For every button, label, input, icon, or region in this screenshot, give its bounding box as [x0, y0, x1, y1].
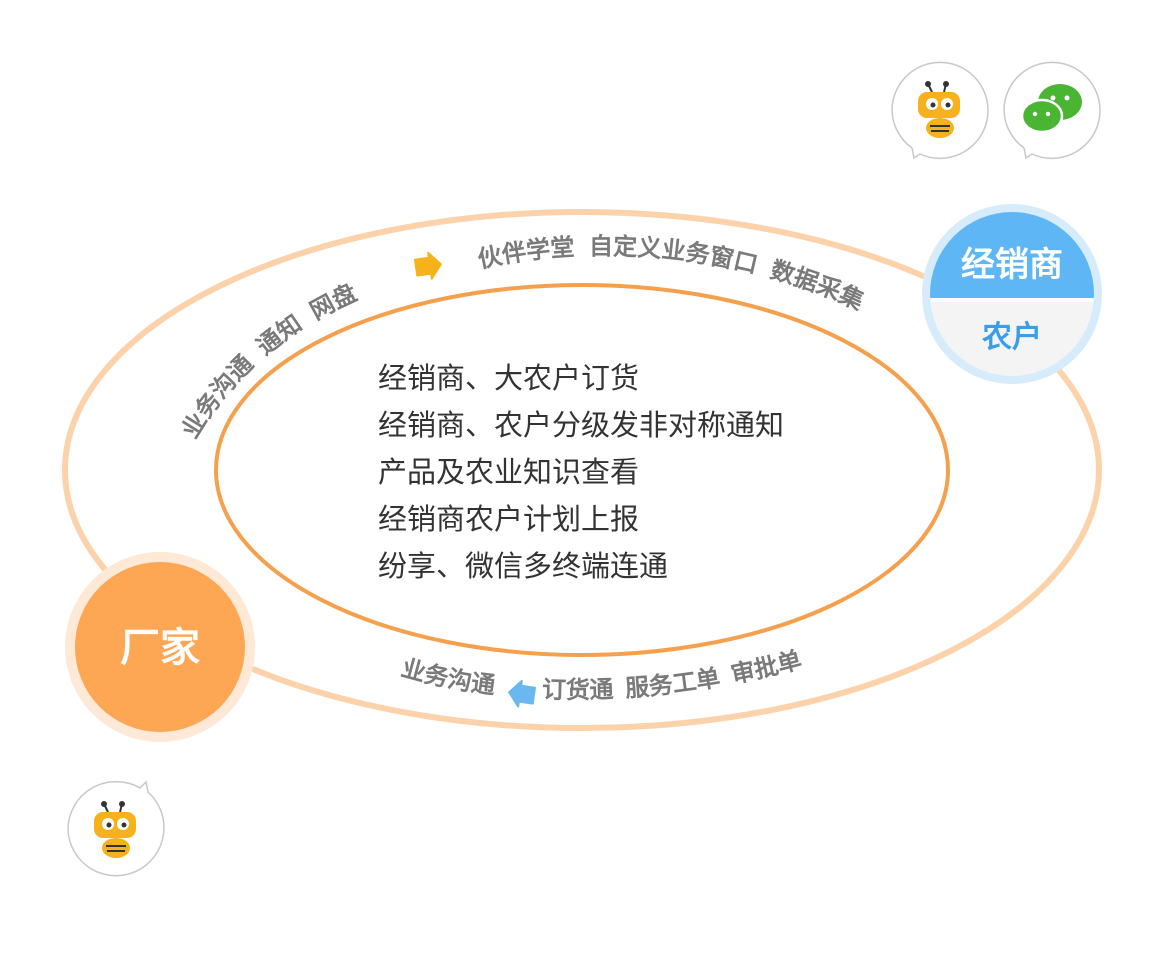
- outer-ring: [62, 209, 1102, 731]
- forward-arrow-icon: [414, 251, 442, 280]
- manufacturer-node: 厂家: [65, 552, 255, 742]
- center-feature-list: 经销商、大农户订货 经销商、农户分级发非对称通知 产品及农业知识查看 经销商农户…: [378, 355, 784, 590]
- center-item: 纷享、微信多终端连通: [378, 549, 669, 583]
- center-item: 经销商农户计划上报: [378, 502, 640, 536]
- dealer-label: 经销商: [961, 245, 1063, 285]
- center-item: 产品及农业知识查看: [378, 455, 640, 489]
- outer-ring-label-top-right: 伙伴学堂自定义业务窗口数据采集: [475, 232, 869, 316]
- inner-ring: [214, 283, 950, 657]
- back-arrow-icon: [508, 679, 536, 708]
- wechat-icon: [1003, 61, 1101, 160]
- manufacturer-label: 厂家: [120, 625, 200, 671]
- bee-mascot-icon: [67, 780, 165, 877]
- farmer-label: 农户: [981, 320, 1042, 355]
- bee-mascot-icon: [891, 61, 989, 160]
- outer-ring-label-top-left: 业务沟通通知网盘: [176, 279, 361, 443]
- center-item: 经销商、农户分级发非对称通知: [378, 408, 785, 442]
- center-item: 经销商、大农户订货: [378, 361, 640, 395]
- dealer-farmer-node: 经销商 农户: [922, 204, 1102, 384]
